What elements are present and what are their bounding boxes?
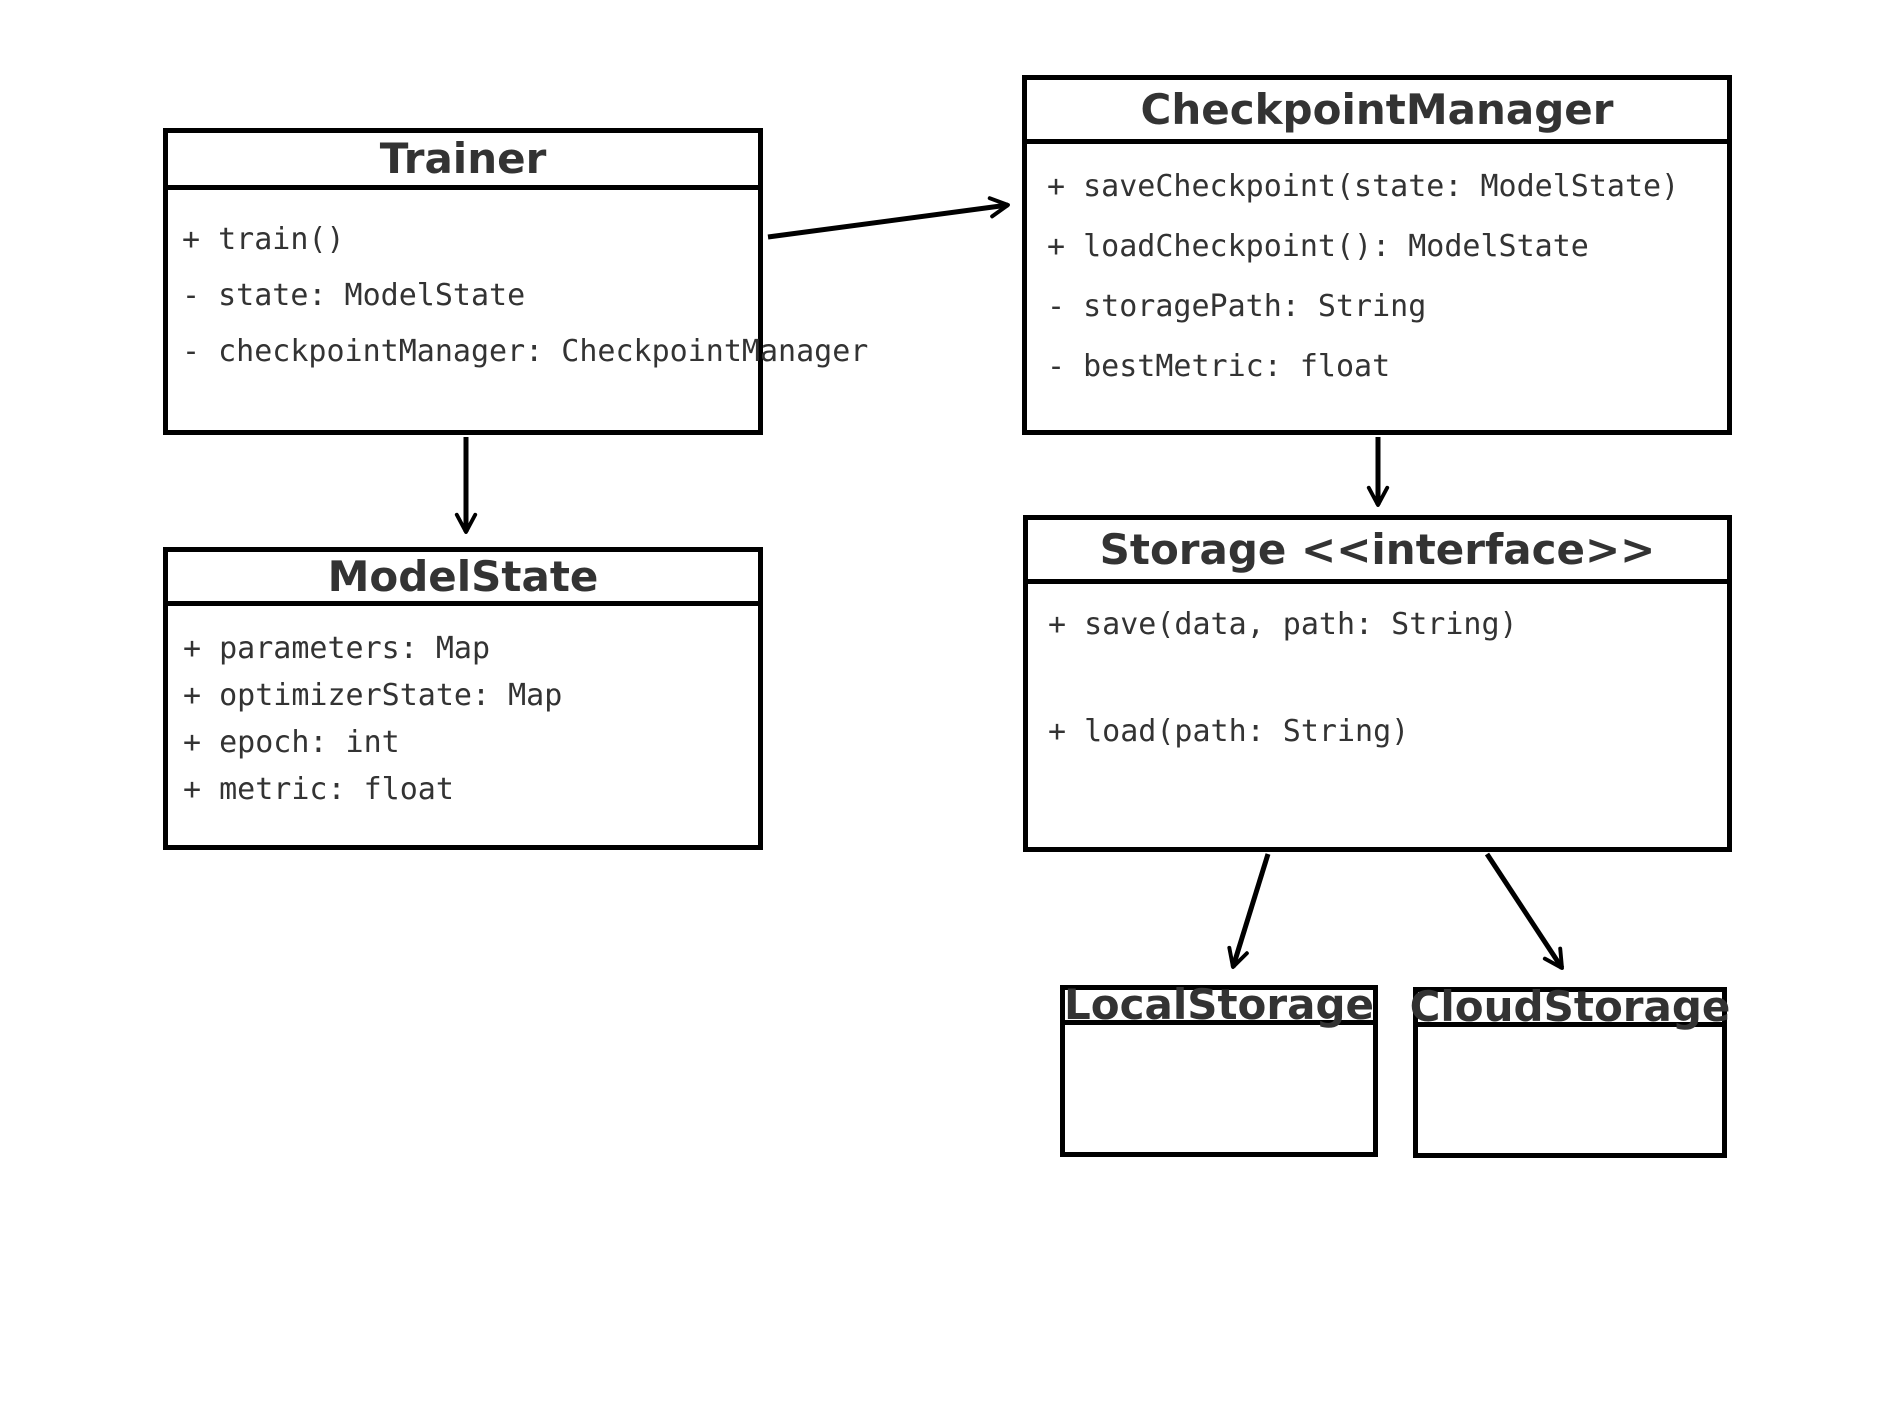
member-line: + train() — [182, 222, 345, 257]
class-title-storage: Storage <<interface>> — [1099, 524, 1656, 574]
class-members-trainer: + train() - state: ModelState - checkpoi… — [168, 190, 869, 380]
member-line: + epoch: int — [183, 725, 400, 760]
class-header-cloudstorage: CloudStorage — [1410, 986, 1731, 1028]
member-line: + save(data, path: String) — [1048, 607, 1518, 642]
class-title-trainer: Trainer — [379, 134, 547, 183]
member-line: - checkpointManager: CheckpointManager — [182, 334, 869, 369]
class-box-trainer: Trainer + train() - state: ModelState - … — [163, 128, 869, 435]
arrow-trainer-to-checkpointmanager — [767, 196, 1010, 240]
class-header-localstorage: LocalStorage — [1064, 984, 1374, 1026]
arrow-storage-to-localstorage — [1227, 853, 1271, 969]
arrow-storage-to-cloudstorage — [1484, 852, 1565, 970]
class-title-cloudstorage: CloudStorage — [1409, 982, 1731, 1031]
class-header-trainer: Trainer — [168, 133, 758, 190]
class-members-modelstate: + parameters: Map + optimizerState: Map … — [168, 606, 758, 813]
class-header-storage: Storage <<interface>> — [1028, 520, 1727, 584]
class-members-checkpointmanager: + saveCheckpoint(state: ModelState) + lo… — [1027, 144, 1727, 397]
class-members-storage: + save(data, path: String) + load(path: … — [1028, 584, 1727, 762]
class-title-localstorage: LocalStorage — [1063, 980, 1375, 1029]
member-line: - storagePath: String — [1047, 289, 1427, 324]
class-title-checkpointmanager: CheckpointManager — [1140, 84, 1614, 134]
class-box-modelstate: ModelState + parameters: Map + optimizer… — [163, 547, 763, 850]
class-box-storage-interface: Storage <<interface>> + save(data, path:… — [1023, 515, 1732, 852]
class-header-modelstate: ModelState — [168, 552, 758, 606]
member-line: + load(path: String) — [1048, 714, 1410, 749]
member-line: + saveCheckpoint(state: ModelState) — [1047, 169, 1680, 204]
class-box-cloudstorage: CloudStorage — [1410, 986, 1731, 1158]
member-line: - bestMetric: float — [1047, 349, 1391, 384]
member-line: + parameters: Map — [183, 631, 491, 666]
class-box-localstorage: LocalStorage — [1060, 984, 1378, 1157]
member-line: + optimizerState: Map — [183, 678, 563, 713]
class-box-checkpointmanager: CheckpointManager + saveCheckpoint(state… — [1022, 75, 1732, 435]
member-line: - state: ModelState — [182, 278, 526, 313]
class-title-modelstate: ModelState — [327, 551, 599, 601]
member-line: + metric: float — [183, 772, 454, 807]
member-line: + loadCheckpoint(): ModelState — [1047, 229, 1589, 264]
class-header-checkpointmanager: CheckpointManager — [1027, 80, 1727, 144]
